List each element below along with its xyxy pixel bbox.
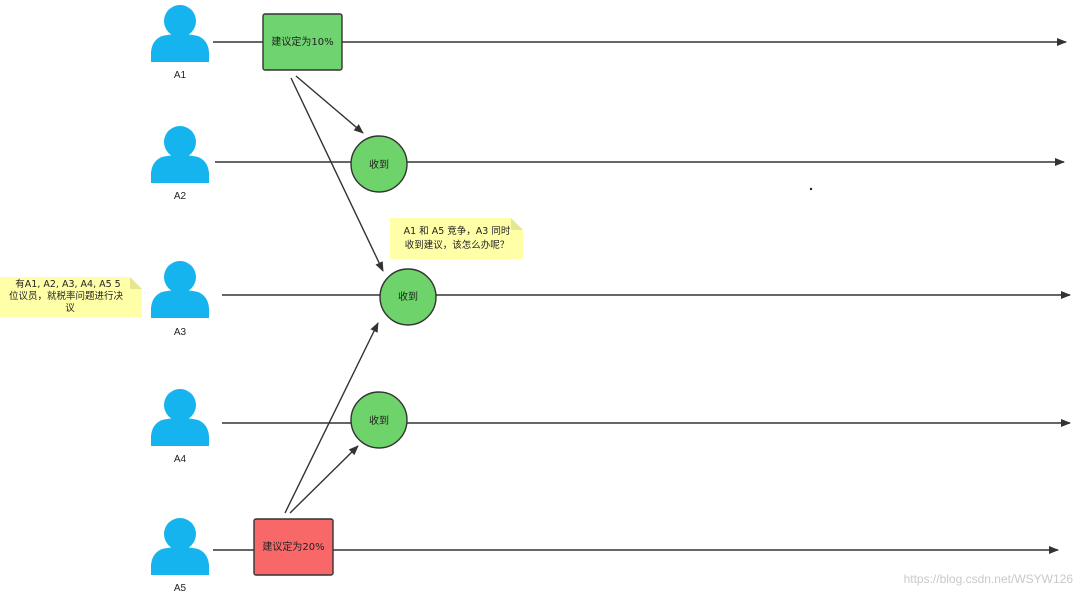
proposal-a5-text: 建议定为20% bbox=[262, 540, 324, 553]
proposal-a5-box bbox=[253, 518, 334, 576]
note-left-paper bbox=[0, 277, 142, 317]
received-a2-text: 收到 bbox=[369, 158, 389, 171]
received-a4-circle bbox=[350, 391, 408, 449]
person-icon bbox=[151, 261, 209, 318]
actor-a3-label: A3 bbox=[174, 327, 187, 338]
actor-a4: A4 bbox=[151, 389, 209, 465]
note-left-fold bbox=[130, 277, 142, 289]
person-icon bbox=[151, 389, 209, 446]
note-right-paper bbox=[390, 218, 523, 259]
actor-a1-label: A1 bbox=[174, 70, 187, 81]
received-a2-circle bbox=[350, 135, 408, 193]
person-icon bbox=[151, 126, 209, 183]
person-icon bbox=[151, 518, 209, 575]
timelines bbox=[213, 38, 1071, 554]
actor-a5: A5 bbox=[151, 518, 209, 594]
proposal-a5: 建议定为20% bbox=[253, 518, 334, 576]
person-icon bbox=[151, 5, 209, 62]
received-a3: 收到 bbox=[379, 268, 437, 326]
actor-a2: A2 bbox=[151, 126, 209, 202]
note-left-line-3: 议 bbox=[65, 303, 75, 314]
message-arrows bbox=[284, 75, 384, 514]
note-right-line-1: A1 和 A5 竞争，A3 同时 bbox=[404, 225, 511, 237]
watermark: https://blog.csdn.net/WSYW126 bbox=[904, 572, 1074, 586]
note-left-line-1: 有A1, A2, A3, A4, A5 5 bbox=[15, 278, 120, 290]
note-right-line-2: 收到建议，该怎么办呢？ bbox=[405, 239, 510, 251]
arrow-a5-to-a3 bbox=[284, 322, 379, 514]
actor-a3: A3 bbox=[151, 261, 209, 338]
proposal-a1: 建议定为10% bbox=[262, 13, 343, 71]
received-a2: 收到 bbox=[350, 135, 408, 193]
arrow-a5-to-a4 bbox=[289, 445, 359, 514]
proposal-a1-text: 建议定为10% bbox=[271, 35, 333, 48]
note-left-line-2: 位议员，就税率问题进行决 bbox=[9, 290, 124, 302]
actor-a5-label: A5 bbox=[174, 583, 187, 594]
actor-a4-label: A4 bbox=[174, 454, 187, 465]
actor-a2-label: A2 bbox=[174, 191, 187, 202]
stray-dot bbox=[809, 187, 813, 191]
arrow-a1-to-a2 bbox=[295, 75, 364, 134]
received-a3-circle bbox=[379, 268, 437, 326]
note-right-fold bbox=[511, 218, 523, 230]
received-a4-text: 收到 bbox=[369, 414, 389, 427]
received-a4: 收到 bbox=[350, 391, 408, 449]
actor-a1: A1 bbox=[151, 5, 209, 81]
arrow-a1-to-a3 bbox=[290, 77, 384, 272]
proposal-a1-box bbox=[262, 13, 343, 71]
note-right: A1 和 A5 竞争，A3 同时 收到建议，该怎么办呢？ bbox=[390, 218, 523, 259]
note-left: 有A1, A2, A3, A4, A5 5 位议员，就税率问题进行决 议 bbox=[0, 277, 142, 317]
received-a3-text: 收到 bbox=[398, 290, 418, 303]
